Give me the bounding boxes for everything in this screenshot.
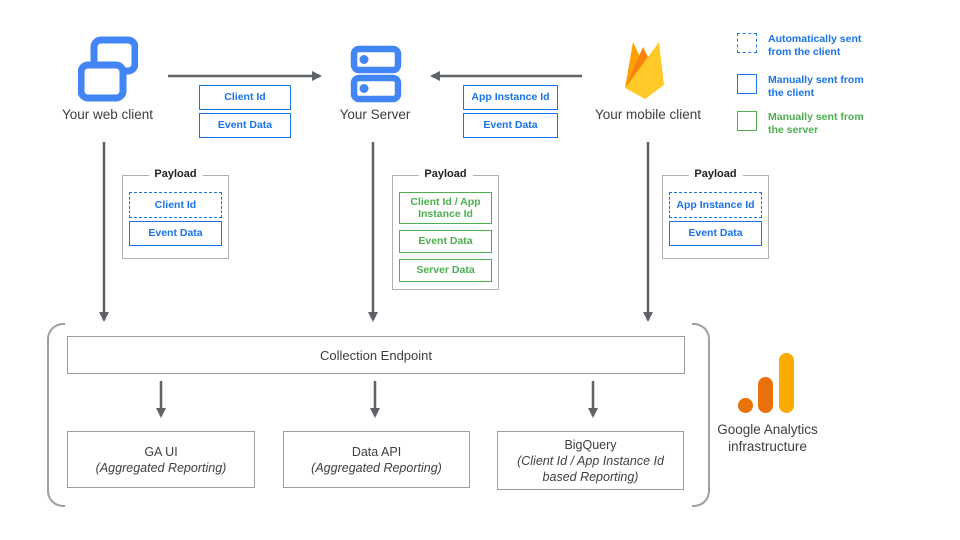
mobile-client-label: Your mobile client xyxy=(594,107,702,122)
legend-swatch-solid-blue xyxy=(737,74,757,94)
infrastructure-bracket-right xyxy=(692,323,710,507)
bigquery-box: BigQuery (Client Id / App Instance Id ba… xyxy=(497,431,684,490)
payload-box-server: Payload Client Id / App Instance Id Even… xyxy=(392,168,499,290)
payload-title: Payload xyxy=(148,168,203,180)
server-icon xyxy=(350,45,402,103)
payload-item-event-data: Event Data xyxy=(399,230,492,253)
data-api-subtitle: (Aggregated Reporting) xyxy=(311,460,442,475)
legend-item-manual-client: Manually sent from the client xyxy=(737,74,880,100)
payload-item-event-data: Event Data xyxy=(669,221,762,246)
payload-title: Payload xyxy=(418,168,473,180)
legend-swatch-solid-green xyxy=(737,111,757,131)
payload-item-event-data: Event Data xyxy=(129,221,222,246)
collection-endpoint-box: Collection Endpoint xyxy=(67,336,685,374)
legend-item-manual-server: Manually sent from the server xyxy=(737,111,880,137)
chip-event-data: Event Data xyxy=(463,113,558,138)
chip-event-data: Event Data xyxy=(199,113,291,138)
web-client-label: Your web client xyxy=(61,107,154,122)
legend-label: Manually sent from the client xyxy=(768,74,864,99)
bigquery-subtitle: (Client Id / App Instance Id based Repor… xyxy=(517,453,664,484)
legend-label: Automatically sent from the client xyxy=(768,33,862,58)
ga-ui-subtitle: (Aggregated Reporting) xyxy=(95,460,227,475)
legend-label: Manually sent from the server xyxy=(768,111,864,136)
data-api-title: Data API xyxy=(351,444,402,459)
payload-item-server-data: Server Data xyxy=(399,259,492,282)
web-client-icon xyxy=(78,36,138,102)
legend-swatch-dashed-blue xyxy=(737,33,757,53)
ga-ui-title: GA UI xyxy=(144,444,178,459)
chip-app-instance-id: App Instance Id xyxy=(463,85,558,110)
data-api-box: Data API (Aggregated Reporting) xyxy=(283,431,470,488)
chip-client-id: Client Id xyxy=(199,85,291,110)
payload-box-web: Payload Client Id Event Data xyxy=(122,168,229,259)
ga-ui-box: GA UI (Aggregated Reporting) xyxy=(67,431,255,488)
legend-item-auto-client: Automatically sent from the client xyxy=(737,33,880,59)
firebase-icon xyxy=(625,42,664,99)
payload-item-client-or-app-id: Client Id / App Instance Id xyxy=(399,192,492,224)
infrastructure-caption: Google Analytics infrastructure xyxy=(717,422,818,454)
payload-box-mobile: Payload App Instance Id Event Data xyxy=(662,168,769,259)
payload-title: Payload xyxy=(688,168,743,180)
payload-item-app-instance-id: App Instance Id xyxy=(669,192,762,218)
bigquery-title: BigQuery xyxy=(564,437,617,452)
google-analytics-icon xyxy=(738,353,794,413)
server-label: Your Server xyxy=(339,107,411,122)
payload-item-client-id: Client Id xyxy=(129,192,222,218)
infrastructure-bracket-left xyxy=(47,323,65,507)
